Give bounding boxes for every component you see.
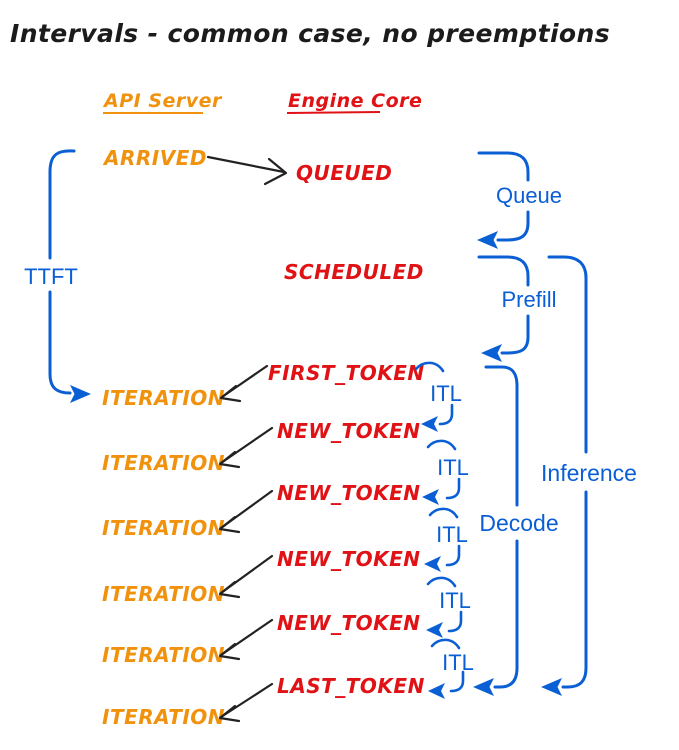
- arrow-new-token-2-to-iteration-3: [218, 489, 274, 534]
- arrowhead-left-icon: [219, 384, 242, 403]
- event-new-token-4: NEW_TOKEN: [277, 611, 421, 635]
- event-last-token: LAST_TOKEN: [277, 674, 425, 698]
- decode-arrowhead-left-icon: [473, 678, 494, 696]
- arrowhead-left-icon: [218, 515, 241, 534]
- arrow-arrived-to-queued: [206, 155, 288, 186]
- event-new-token-2: NEW_TOKEN: [277, 481, 421, 505]
- engine-core-underline: [286, 111, 381, 114]
- itl-label-1: ITL: [430, 381, 462, 406]
- itl-arrowhead-left-icon: [426, 622, 443, 638]
- event-iteration-4: ITERATION: [102, 582, 225, 606]
- event-new-token-1: NEW_TOKEN: [277, 419, 421, 443]
- itl-arrowhead-left-icon: [428, 683, 445, 699]
- prefill-arrowhead-left-icon: [481, 344, 502, 362]
- bracket-decode: Decode: [473, 365, 559, 696]
- arrow-new-token-3-to-iteration-4: [218, 554, 274, 599]
- itl-hook: [445, 477, 461, 500]
- itl-hook: [449, 670, 465, 693]
- arrowhead-left-icon: [218, 642, 241, 661]
- event-iteration-1: ITERATION: [102, 386, 225, 410]
- bracket-prefill: Prefill: [477, 255, 557, 362]
- event-iteration-3: ITERATION: [102, 516, 225, 540]
- arrowhead-left-icon: [218, 450, 241, 469]
- interval-label-queue: Queue: [496, 183, 562, 208]
- itl-label-2: ITL: [437, 455, 469, 480]
- itl-arrowhead-left-icon: [421, 416, 438, 432]
- event-iteration-2: ITERATION: [102, 451, 225, 475]
- itl-hook: [447, 610, 463, 633]
- ttft-arrowhead-right-icon: [70, 385, 91, 403]
- itl-label-4: ITL: [439, 588, 471, 613]
- itl-open-curve: [414, 361, 445, 373]
- arrowhead-left-icon: [218, 580, 241, 599]
- itl-arrowhead-left-icon: [422, 489, 439, 505]
- itl-hook: [445, 544, 461, 567]
- itl-arrowhead-left-icon: [424, 556, 441, 572]
- event-arrived: ARRIVED: [102, 146, 207, 170]
- itl-interval-3: ITL: [424, 507, 468, 572]
- event-scheduled: SCHEDULED: [284, 260, 424, 284]
- itl-label-3: ITL: [436, 522, 468, 547]
- arrow-new-token-1-to-iteration-2: [218, 426, 274, 469]
- event-iteration-5: ITERATION: [102, 643, 225, 667]
- event-first-token: FIRST_TOKEN: [268, 361, 425, 385]
- bracket-ttft: TTFT: [24, 149, 91, 403]
- interval-label-inference: Inference: [541, 460, 637, 486]
- arrow-first-token-to-iteration-1: [219, 364, 269, 403]
- arrow-last-token-to-iteration-6: [218, 682, 274, 723]
- itl-interval-2: ITL: [422, 439, 469, 505]
- interval-label-prefill: Prefill: [501, 287, 556, 312]
- interval-label-decode: Decode: [479, 510, 558, 536]
- column-header-api-server: API Server: [102, 90, 223, 112]
- itl-open-curve: [426, 576, 457, 588]
- itl-hook: [438, 403, 454, 426]
- arrowhead-left-icon: [218, 704, 241, 723]
- arrow-new-token-4-to-iteration-5: [218, 618, 274, 661]
- itl-interval-1: ITL: [414, 361, 462, 432]
- itl-open-curve: [430, 638, 461, 650]
- page-title: Intervals - common case, no preemptions: [10, 19, 610, 48]
- interval-label-ttft: TTFT: [24, 264, 78, 289]
- bracket-inference: Inference: [541, 255, 637, 696]
- column-header-engine-core: Engine Core: [288, 90, 422, 112]
- event-queued: QUEUED: [296, 161, 392, 185]
- bracket-queue: Queue: [477, 151, 562, 249]
- itl-label-5: ITL: [442, 650, 474, 675]
- queue-arrowhead-left-icon: [477, 231, 498, 249]
- itl-interval-4: ITL: [426, 576, 471, 638]
- event-iteration-6: ITERATION: [102, 705, 225, 729]
- event-new-token-3: NEW_TOKEN: [277, 547, 421, 571]
- itl-open-curve: [426, 439, 457, 451]
- arrowhead-right-icon: [263, 157, 288, 186]
- inference-arrowhead-left-icon: [541, 678, 562, 696]
- itl-open-curve: [428, 507, 459, 519]
- itl-interval-5: ITL: [428, 638, 474, 699]
